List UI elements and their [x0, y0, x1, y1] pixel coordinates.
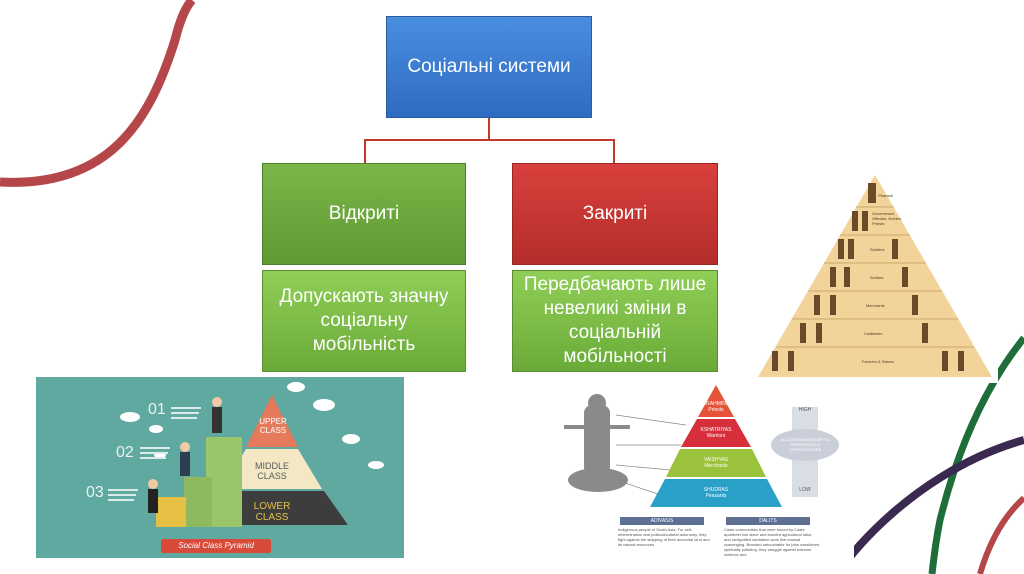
low-label: LOW: [799, 487, 811, 493]
dalits-label: DALITS: [759, 518, 777, 524]
kshatriyas-label: KSHATRIYAS: [700, 427, 732, 433]
vaishyas-sub: Merchants: [704, 463, 728, 469]
access-label: ACCESS/OWNERSHIP TO RESOURCES & OPPORTUN…: [780, 437, 830, 452]
vaishyas-label: VAISHYAS: [703, 457, 729, 463]
number-03: 03: [86, 484, 104, 501]
brahmins-sub: Priests: [708, 407, 724, 413]
red-curve-right: [977, 495, 1024, 574]
label-craftsmen: Craftsmen: [864, 331, 883, 336]
red-curve: [0, 0, 196, 187]
label-officials: Government Officials, Nobles, Priests: [872, 211, 902, 226]
label-farmers: Farmers & Slaves: [862, 359, 894, 364]
kshatriyas-sub: Warriors: [706, 433, 726, 439]
green-curve: [928, 335, 1024, 574]
lower-class-label: LOWER CLASS: [253, 501, 291, 523]
label-scribes: Scribes: [870, 275, 884, 280]
caste-pyramid-graphic: [564, 385, 839, 525]
middle-class-label: MIDDLE CLASS: [254, 461, 289, 481]
connector-open: [364, 139, 366, 163]
open-node: Відкриті: [262, 163, 466, 265]
root-node: Соціальні системи: [386, 16, 592, 118]
closed-description: Передбачають лише невеликі зміни в соціа…: [512, 270, 718, 372]
open-description: Допускають значну соціальну мобільність: [262, 270, 466, 372]
adivasis-label: ADIVASIS: [650, 518, 674, 524]
egyptian-pyramid-image: Pharaoh Government Officials, Nobles, Pr…: [752, 165, 998, 383]
egyptian-pyramid-graphic: [758, 175, 992, 377]
label-soldiers: Soldiers: [870, 247, 885, 252]
high-label: HIGH: [798, 407, 812, 413]
closed-node: Закриті: [512, 163, 718, 265]
number-01: 01: [148, 401, 166, 418]
upper-class-label: UPPER CLASS: [259, 417, 287, 435]
pyramid-caption: Social Class Pyramid: [178, 541, 254, 550]
number-02: 02: [116, 444, 134, 461]
brahmins-label: BRAHMINS: [702, 401, 730, 407]
connector-root: [488, 118, 490, 140]
social-class-pyramid-graphic: [108, 382, 384, 553]
connector-closed: [613, 139, 615, 163]
label-pharaoh: Pharaoh: [878, 193, 894, 198]
label-merchants: Merchants: [866, 303, 885, 308]
shudras-label: SHUDRAS: [703, 487, 729, 493]
social-class-pyramid-image: 01 02 03 UPPER CLASS MIDDLE CLASS LOWER …: [36, 377, 404, 558]
connector-horizontal: [364, 139, 615, 141]
adivasis-text: Indigenous people of South Asia. For sel…: [618, 527, 710, 547]
shudras-sub: Peasants: [705, 493, 727, 499]
dalits-text: Caste communities that were forced by Ca…: [724, 527, 820, 557]
